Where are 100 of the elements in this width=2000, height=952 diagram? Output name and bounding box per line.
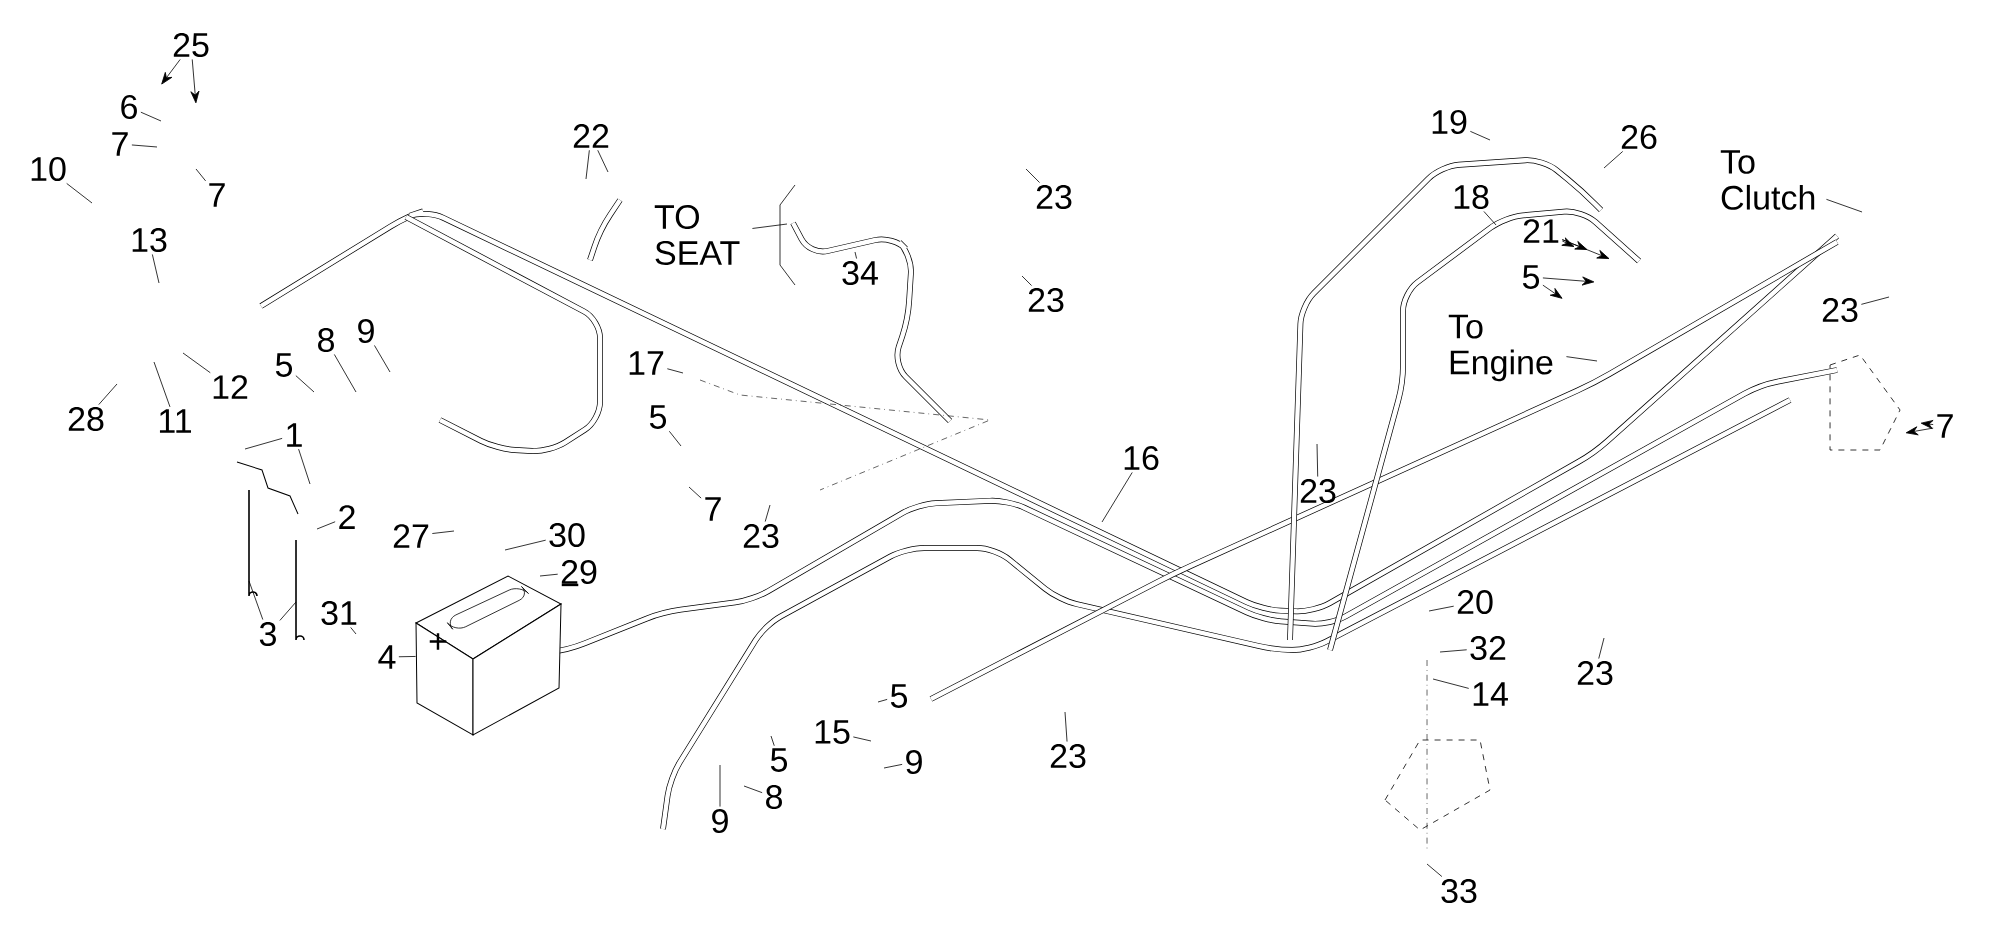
leader-line	[852, 736, 872, 742]
leader-line	[1542, 284, 1563, 299]
leader-line	[182, 352, 211, 374]
callout-number: 26	[1621, 124, 1657, 150]
callout-number: 21	[1523, 219, 1559, 243]
callout-number: 9	[906, 749, 922, 775]
callout-number: 16	[1124, 445, 1159, 471]
leader-line	[398, 656, 416, 658]
leader-line	[1021, 275, 1032, 286]
leader-line	[190, 59, 200, 104]
leader-line	[153, 361, 171, 408]
leader-line	[1316, 443, 1319, 477]
polarity-sign: −	[561, 583, 579, 587]
leader-line	[883, 764, 903, 769]
leader-line	[316, 521, 336, 530]
callout-number: 7	[1937, 414, 1953, 438]
leader-line	[195, 168, 206, 182]
callout-number: 7	[209, 183, 225, 207]
leader-line	[244, 438, 283, 450]
leader-line	[539, 573, 559, 577]
callout-number: 23	[1822, 297, 1858, 323]
leader-line	[248, 580, 264, 620]
leader-line	[752, 223, 788, 229]
callout-number: 23	[1028, 287, 1064, 313]
leader-line	[350, 627, 357, 635]
callout-number: 3	[259, 621, 276, 647]
leader-line	[585, 149, 590, 180]
callout-number: 22	[573, 124, 609, 148]
leader-line	[131, 144, 158, 148]
leader-line	[1064, 711, 1068, 742]
callout-number: 33	[1441, 878, 1477, 904]
callout-text: To Clutch	[1720, 150, 1815, 210]
leader-line	[298, 448, 311, 485]
leader-line	[688, 486, 702, 499]
callout-number: 30	[549, 522, 585, 548]
callout-number: 7	[112, 132, 128, 156]
leader-line	[597, 149, 609, 173]
leader-line	[1603, 151, 1624, 169]
battery-drawing	[415, 575, 562, 736]
leader-line	[431, 530, 455, 534]
callout-number: 5	[890, 684, 908, 708]
callout-number: 9	[358, 318, 374, 344]
leader-line	[504, 539, 547, 551]
callout-number: 13	[132, 227, 167, 253]
callout-number: 10	[31, 156, 66, 182]
leader-line	[140, 111, 162, 122]
callout-number: 6	[121, 94, 137, 120]
leader-line	[1860, 296, 1890, 305]
callout-number: 12	[213, 375, 248, 399]
leader-line	[151, 254, 160, 284]
leader-line	[1566, 356, 1598, 362]
polarity-sign: +	[429, 633, 447, 650]
leader-line	[1826, 198, 1863, 213]
leader-line	[719, 764, 721, 807]
leader-line	[1561, 239, 1610, 259]
callout-number: 1	[287, 423, 302, 447]
callout-number: 8	[318, 327, 334, 353]
leader-line	[295, 375, 315, 393]
callout-number: 4	[378, 645, 396, 669]
leader-line	[374, 345, 391, 373]
leader-line	[1542, 276, 1595, 286]
callout-number: 17	[629, 351, 664, 375]
leader-line	[1469, 130, 1491, 141]
leader-line	[1101, 472, 1133, 523]
leader-line	[770, 735, 775, 747]
leader-line	[1483, 211, 1497, 226]
callout-number: 11	[159, 409, 191, 433]
callout-number: 5	[770, 748, 788, 772]
callout-number: 23	[1050, 743, 1086, 769]
leader-line	[743, 785, 763, 794]
leader-line	[1428, 605, 1455, 612]
callout-number: 25	[173, 32, 209, 58]
callout-number: 5	[649, 405, 667, 429]
callout-number: 9	[712, 808, 728, 834]
leader-line	[764, 504, 771, 522]
leader-line	[666, 368, 684, 374]
callout-number: 27	[393, 524, 429, 548]
leader-line	[1905, 426, 1934, 436]
leader-line	[161, 59, 181, 85]
leader-line	[66, 183, 93, 204]
leader-line	[1439, 649, 1468, 653]
leader-line	[877, 699, 888, 703]
leader-line	[1920, 420, 1934, 429]
callout-number: 23	[1577, 660, 1613, 686]
leader-line	[1561, 237, 1575, 247]
callout-text: TO SEAT	[654, 204, 740, 266]
callout-number: 5	[1522, 265, 1540, 289]
callout-number: 23	[1036, 184, 1072, 210]
leader-line	[333, 354, 357, 393]
callout-number: 20	[1457, 589, 1493, 615]
callout-number: 15	[815, 720, 850, 744]
callout-number: 32	[1470, 635, 1506, 661]
leader-line	[1598, 637, 1605, 659]
callout-number: 7	[705, 497, 721, 521]
leader-line	[98, 383, 118, 405]
callout-number: 28	[68, 406, 104, 432]
leader-line	[1432, 678, 1470, 689]
leader-line	[668, 430, 682, 447]
callout-number: 31	[321, 600, 357, 626]
callout-number: 8	[766, 784, 782, 810]
